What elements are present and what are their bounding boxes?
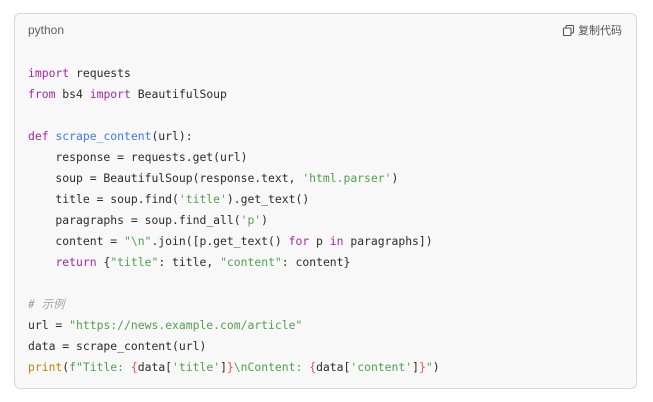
- code-token: {: [96, 255, 111, 269]
- code-token: paragraphs = soup.find_all(: [28, 213, 241, 227]
- code-token: paragraphs]): [343, 234, 433, 248]
- code-token: content =: [28, 234, 125, 248]
- code-token: data[: [316, 360, 351, 374]
- code-token: 'html.parser': [302, 171, 392, 185]
- code-token: ]: [412, 360, 419, 374]
- copy-code-button[interactable]: 复制代码: [562, 22, 622, 38]
- code-line: def scrape_content(url):: [28, 126, 440, 147]
- code-line: # 示例: [28, 294, 440, 315]
- code-token: ): [261, 213, 269, 227]
- code-token: data[: [137, 360, 173, 374]
- code-line: data = scrape_content(url): [28, 336, 440, 357]
- code-token: BeautifulSoup: [130, 87, 227, 101]
- code-token: ): [432, 360, 440, 374]
- code-token: : content}: [281, 255, 351, 269]
- code-token: soup = BeautifulSoup(response.text,: [28, 171, 303, 185]
- code-token: 'title': [172, 360, 221, 374]
- code-token: }: [418, 360, 426, 374]
- code-token: [28, 255, 55, 269]
- code-token: 'content': [350, 360, 413, 374]
- code-token: p: [309, 234, 330, 248]
- code-token: .join([p.get_text(): [151, 234, 289, 248]
- code-line: url = "https://news.example.com/article": [28, 315, 440, 336]
- code-token: {: [309, 360, 317, 374]
- code-token: : title,: [158, 255, 221, 269]
- code-token: print: [28, 360, 63, 374]
- code-token: ": [425, 360, 433, 374]
- code-token: from: [28, 87, 56, 101]
- code-token: data = scrape_content(url): [28, 339, 207, 353]
- code-token: ): [391, 171, 399, 185]
- code-token: (: [62, 360, 70, 374]
- code-token: f"Title:: [69, 360, 131, 374]
- code-token: \nContent:: [233, 360, 310, 374]
- code-line: content = "\n".join([p.get_text() for p …: [28, 231, 440, 252]
- code-token: response = requests.get(url): [28, 150, 248, 164]
- code-line: from bs4 import BeautifulSoup: [28, 84, 440, 105]
- code-line: [28, 273, 440, 294]
- code-token: url =: [28, 318, 70, 332]
- code-token: # 示例: [28, 297, 65, 311]
- code-language-label: python: [28, 23, 65, 37]
- code-line: paragraphs = soup.find_all('p'): [28, 210, 440, 231]
- code-token: bs4: [55, 87, 90, 101]
- code-token: title = soup.find(: [28, 192, 179, 206]
- code-line: return {"title": title, "content": conte…: [28, 252, 440, 273]
- code-token: return: [55, 255, 97, 269]
- code-line: soup = BeautifulSoup(response.text, 'htm…: [28, 168, 440, 189]
- code-token: ]: [220, 360, 227, 374]
- code-token: import: [89, 87, 131, 101]
- code-token: 'title': [178, 192, 227, 206]
- code-token: {: [130, 360, 138, 374]
- code-token: "title": [110, 255, 159, 269]
- code-line: title = soup.find('title').get_text(): [28, 189, 440, 210]
- code-token: ).get_text(): [226, 192, 310, 206]
- code-token: for: [288, 234, 310, 248]
- code-token: requests: [69, 66, 131, 80]
- code-line: import requests: [28, 63, 440, 84]
- code-line: [28, 105, 440, 126]
- code-token: in: [329, 234, 344, 248]
- copy-code-label: 复制代码: [578, 24, 622, 37]
- code-token: "https://news.example.com/article": [69, 318, 303, 332]
- code-token: (url):: [151, 129, 193, 143]
- code-line: response = requests.get(url): [28, 147, 440, 168]
- code-token: "\n": [124, 234, 152, 248]
- code-token: }: [226, 360, 234, 374]
- copy-icon: [562, 24, 575, 37]
- code-line: print(f"Title: {data['title']}\nContent:…: [28, 357, 440, 378]
- code-token: scrape_content: [55, 129, 152, 143]
- code-token: "content": [220, 255, 282, 269]
- code-token: 'p': [240, 213, 262, 227]
- code-token: def: [28, 129, 49, 143]
- code-token: import: [28, 66, 70, 80]
